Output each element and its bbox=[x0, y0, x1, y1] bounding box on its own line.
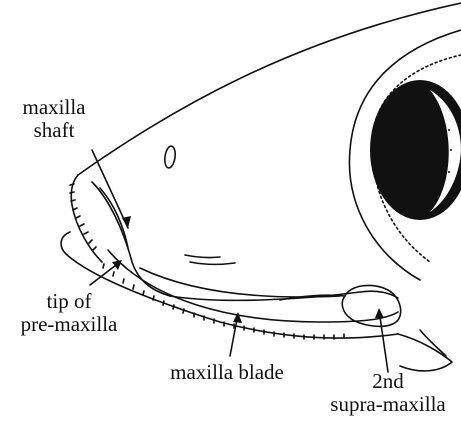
label-maxilla-shaft-line2: shaft bbox=[6, 119, 102, 142]
label-maxilla-blade-line1: maxilla blade bbox=[153, 361, 301, 384]
lower-jaw-underside bbox=[398, 334, 452, 371]
maxilla-shaft-outline bbox=[92, 182, 170, 296]
upper-jaw-teeth bbox=[70, 184, 96, 250]
label-2nd-supramaxilla-line1: 2nd bbox=[312, 370, 461, 393]
maxilla-blade-arrowhead bbox=[233, 312, 242, 323]
maxilla-blade-lower bbox=[108, 250, 398, 322]
supramaxilla-arrowhead bbox=[375, 308, 384, 318]
maxilla-detail-lines bbox=[185, 255, 235, 264]
label-tip-of-premaxilla-line1: tip of bbox=[2, 290, 136, 313]
maxilla-blade-inner bbox=[140, 268, 340, 297]
label-maxilla-blade: maxilla blade bbox=[153, 361, 301, 384]
label-maxilla-shaft-line1: maxilla bbox=[6, 96, 102, 119]
label-2nd-supramaxilla-line2: supra-maxilla bbox=[312, 393, 461, 416]
label-tip-of-premaxilla-line2: pre-maxilla bbox=[2, 313, 136, 336]
eye bbox=[370, 80, 461, 220]
label-maxilla-shaft: maxilla shaft bbox=[6, 96, 102, 142]
tip-premaxilla-arrowhead bbox=[112, 260, 122, 270]
label-2nd-supramaxilla: 2nd supra-maxilla bbox=[312, 370, 461, 416]
supramaxilla-arrow bbox=[379, 310, 388, 372]
eye-pupil bbox=[370, 80, 461, 220]
label-tip-of-premaxilla: tip of pre-maxilla bbox=[2, 290, 136, 336]
nostril-outline bbox=[164, 145, 177, 168]
